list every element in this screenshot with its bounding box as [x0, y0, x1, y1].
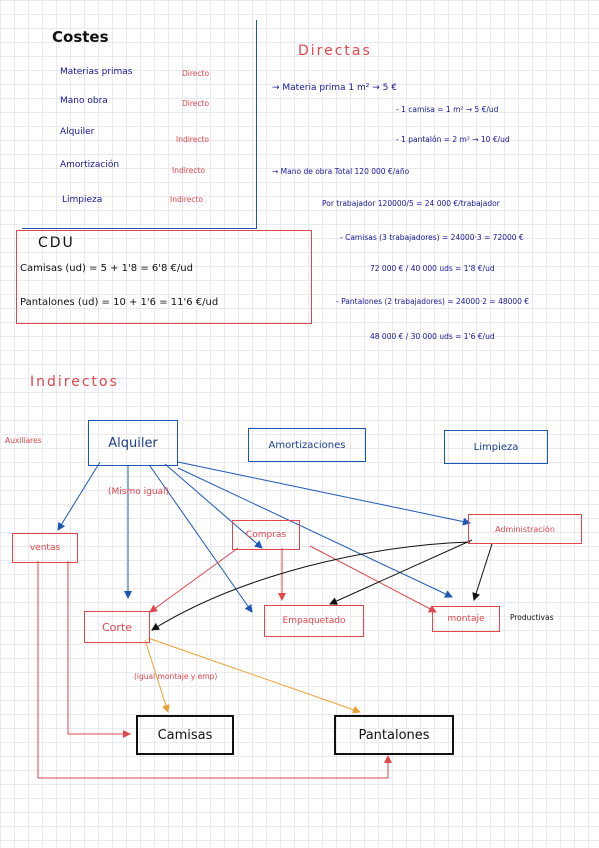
cdu-line-pantalones: Pantalones (ud) = 10 + 1'6 = 11'6 €/ud: [20, 297, 219, 308]
node-compras-label: Compras: [245, 530, 287, 540]
node-administracion-label: Administración: [495, 524, 555, 534]
node-montaje: montaje: [432, 606, 500, 632]
node-alquiler-label: Alquiler: [108, 435, 158, 451]
node-montaje-label: montaje: [447, 614, 485, 624]
node-ventas: ventas: [12, 533, 78, 563]
node-compras: Compras: [232, 520, 300, 550]
costes-row-type: Directo: [182, 99, 210, 108]
directas-line: → Materia prima 1 m² → 5 €: [272, 83, 397, 93]
costes-box: [22, 20, 257, 229]
costes-row-name: Alquiler: [60, 127, 95, 137]
costes-row-type: Directo: [182, 69, 210, 78]
cdu-line-camisas: Camisas (ud) = 5 + 1'8 = 6'8 €/ud: [20, 263, 193, 274]
node-corte-label: Corte: [101, 620, 132, 634]
node-administracion: Administración: [468, 514, 582, 544]
costes-row-name: Limpieza: [62, 195, 103, 205]
node-pantalones: Pantalones: [334, 715, 454, 755]
note-productivas: Productivas: [510, 613, 554, 622]
node-empaquetado-label: Empaquetado: [282, 616, 346, 626]
costes-row-name: Amortización: [60, 160, 120, 170]
auxiliares-label: Auxiliares: [5, 436, 42, 445]
cdu-box: [16, 230, 312, 324]
node-ventas-label: ventas: [29, 543, 61, 553]
node-amortizaciones-label: Amortizaciones: [268, 439, 346, 451]
directas-line: - 1 pantalón = 2 m² → 10 €/ud: [396, 135, 510, 144]
node-alquiler: Alquiler: [88, 420, 178, 466]
costes-row-type: Indirecto: [176, 135, 209, 144]
costes-row-name: Mano obra: [60, 96, 108, 106]
directas-line: 72 000 € / 40 000 uds = 1'8 €/ud: [370, 264, 495, 273]
node-camisas-label: Camisas: [157, 727, 213, 743]
costes-row-type: Indirecto: [170, 195, 203, 204]
directas-line: 48 000 € / 30 000 uds = 1'6 €/ud: [370, 332, 495, 341]
costes-title: Costes: [52, 28, 109, 46]
node-camisas: Camisas: [136, 715, 234, 755]
node-pantalones-label: Pantalones: [358, 727, 430, 743]
node-amortizaciones: Amortizaciones: [248, 428, 366, 462]
indirectos-title: Indirectos: [30, 374, 119, 390]
costes-row-name: Materias primas: [60, 67, 133, 77]
directas-line: - Camisas (3 trabajadores) = 24000·3 = 7…: [340, 233, 524, 242]
node-limpieza: Limpieza: [444, 430, 548, 464]
node-empaquetado: Empaquetado: [264, 605, 364, 637]
cdu-title: CDU: [38, 235, 75, 251]
note-mismo-igual: (Mismo igual): [108, 487, 170, 497]
node-corte: Corte: [84, 611, 150, 643]
node-limpieza-label: Limpieza: [473, 441, 519, 453]
directas-line: - Pantalones (2 trabajadores) = 24000·2 …: [336, 297, 530, 306]
directas-line: - 1 camisa = 1 m² → 5 €/ud: [396, 105, 499, 114]
note-igual-montaje: (igual montaje y emp): [134, 672, 218, 681]
directas-line: → Mano de obra Total 120 000 €/año: [272, 167, 410, 176]
directas-title: Directas: [298, 43, 372, 59]
directas-line: Por trabajador 120000/5 = 24 000 €/traba…: [322, 199, 500, 208]
costes-row-type: Indirecto: [172, 166, 205, 175]
